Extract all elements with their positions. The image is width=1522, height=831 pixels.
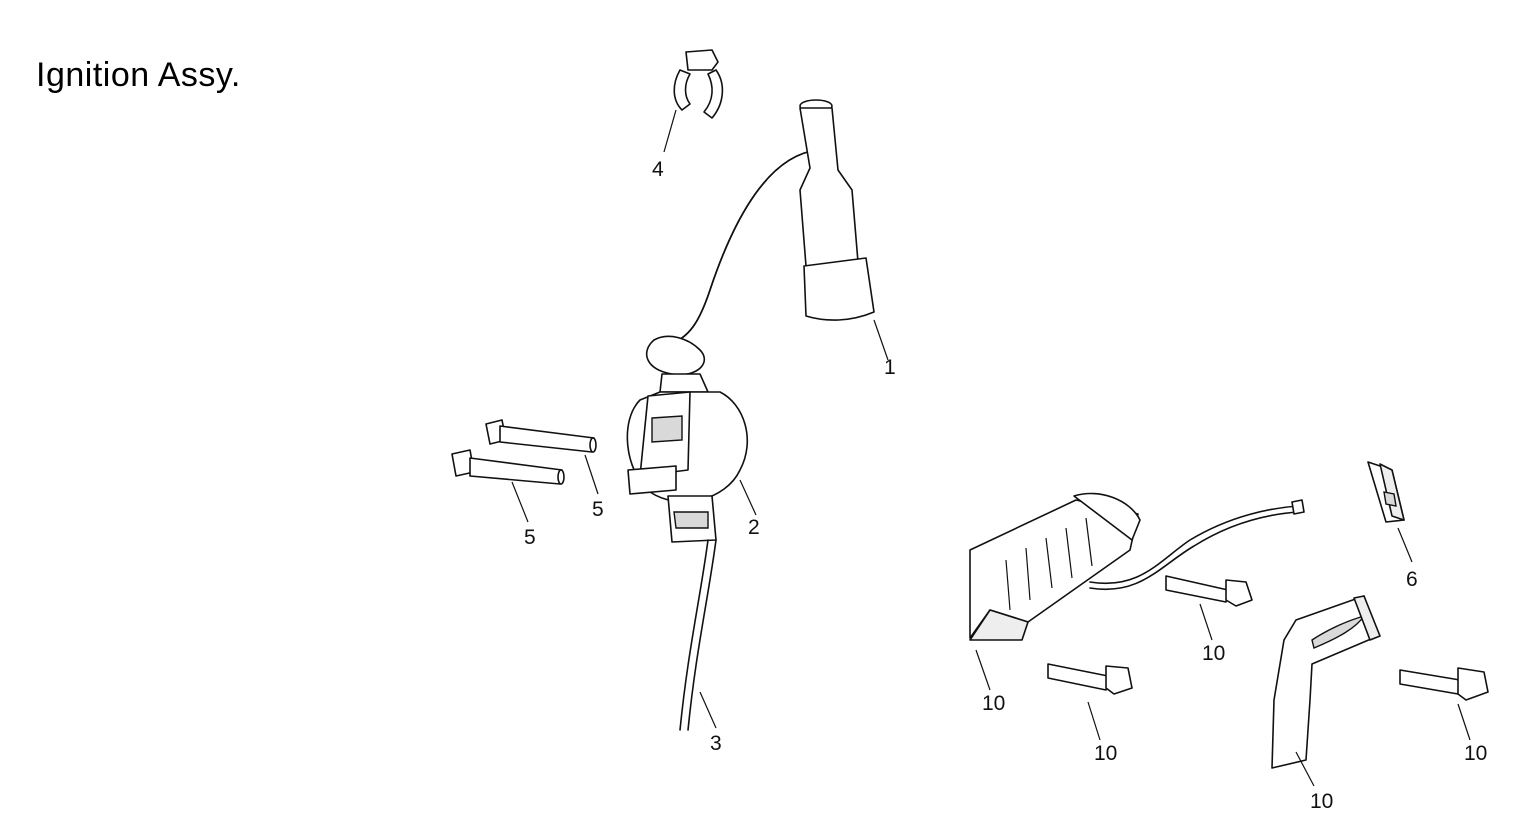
callout-10-bracket: 10	[1310, 790, 1333, 813]
part-10-pulser-coil	[969, 492, 1305, 691]
callout-5-upper: 5	[592, 498, 604, 521]
callout-10-bolt-upper: 10	[1202, 642, 1225, 665]
part-10-bolt-a	[1165, 575, 1253, 641]
callout-10-bolt-right: 10	[1464, 742, 1487, 765]
part-2-ignition-coil	[626, 335, 757, 543]
part-5-bolt-a	[485, 419, 599, 495]
callout-5-lower: 5	[524, 526, 536, 549]
callout-2: 2	[748, 516, 760, 539]
part-1-plug-cap	[667, 99, 889, 361]
callout-3: 3	[710, 732, 722, 755]
callout-4: 4	[652, 158, 664, 181]
part-3-wire	[679, 539, 717, 731]
callout-6: 6	[1406, 568, 1418, 591]
part-10-bolt-c	[1399, 667, 1489, 741]
part-10-bolt-b	[1047, 663, 1133, 741]
part-6-block	[1367, 461, 1413, 563]
diagram-title: Ignition Assy.	[36, 56, 241, 94]
callout-10-bolt-lower: 10	[1094, 742, 1117, 765]
part-10-bracket	[1271, 595, 1381, 787]
part-4-clip	[663, 49, 724, 153]
callout-1: 1	[884, 356, 896, 379]
part-5-bolt-b	[451, 449, 565, 523]
callout-10-pulser: 10	[982, 692, 1005, 715]
